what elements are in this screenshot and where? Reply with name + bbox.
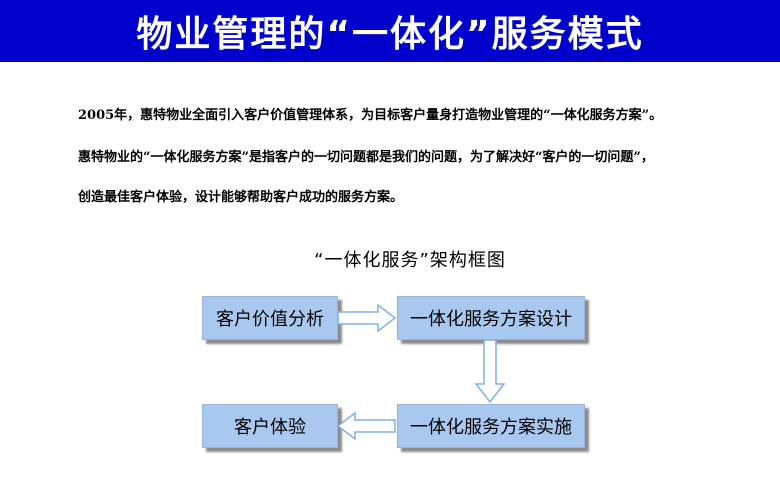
page-title: 物业管理的“一体化”服务模式 — [136, 14, 644, 55]
node-integrated-service-design: 一体化服务方案设计 — [397, 296, 585, 340]
title-banner: 物业管理的“一体化”服务模式 — [0, 0, 780, 62]
diagram-title: “一体化服务”架构框图 — [314, 250, 506, 271]
node-integrated-service-implementation: 一体化服务方案实施 — [397, 404, 585, 448]
arrow-down — [474, 339, 506, 404]
node-customer-value-analysis: 客户价值分析 — [202, 296, 338, 340]
paragraph-line-3: 创造最佳客户体验，设计能够帮助客户成功的服务方案。 — [78, 190, 404, 205]
arrow-right — [337, 303, 397, 333]
arrow-left — [336, 411, 396, 441]
paragraph-line-1: 2005年，惠特物业全面引入客户价值管理体系，为目标客户量身打造物业管理的“一体… — [78, 108, 663, 123]
node-customer-experience: 客户体验 — [202, 404, 338, 448]
paragraph-line-2: 惠特物业的“一体化服务方案”是指客户的一切问题都是我们的问题，为了解决好“客户的… — [78, 150, 654, 165]
